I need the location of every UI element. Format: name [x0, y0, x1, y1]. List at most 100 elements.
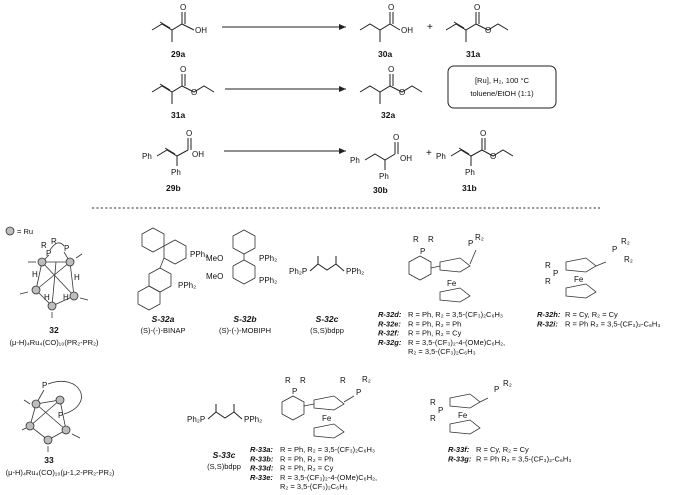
ligand-series-33a-e: R R P Fe P R R₂ R-33a:R = Ph, R₂ = 3,5-(…	[250, 375, 377, 491]
phosphorus-label: P	[468, 239, 473, 248]
hydroxyl-label: OH	[400, 154, 412, 163]
substituent-id: R-33d:	[250, 464, 274, 473]
substituent-row: R-33d: R = Ph, R₂ = Cy	[250, 464, 334, 473]
substituent-row: R-33e:R = 3,5-(CF₃)₂-4-(OMe)C₆H₂,	[250, 473, 377, 482]
structure-31b: Ph Ph O O 31b	[436, 129, 514, 193]
r-label: R	[41, 241, 47, 250]
oxygen-label: O	[474, 3, 480, 12]
fe-label: Fe	[322, 414, 332, 423]
cluster-33: P P 33 (μ-H)₄Ru₄(CO)₁₀(μ-1,2-PR₂-PR₂)	[6, 381, 115, 477]
oxygen-label: O	[180, 3, 186, 12]
compound-label-29b: 29b	[166, 183, 181, 193]
phosphorus-label: P	[553, 269, 558, 278]
substituent-text: R = Ph R₂ = 3,5-(CF₃)₂-C₆H₃	[476, 454, 571, 463]
series-32b-list: R-32h:R = Cy, R₂ = CyR-32i:R = Ph R₂ = 3…	[537, 310, 660, 328]
pph2-label: PPh₂	[178, 281, 196, 290]
substituent-row: R₂ = 3,5-(CF₃)₂C₆H₃	[408, 347, 476, 356]
oxygen-label: O	[393, 133, 399, 142]
phenyl-label: Ph	[171, 168, 181, 177]
compound-number-33: 33	[44, 455, 54, 465]
r2-label: R₂	[475, 233, 484, 242]
cluster-32: = Ru R R P P H H H H 32 (μ-H)₄Ru₄(CO)₁₀(…	[5, 226, 99, 347]
compound-label-32a: 32a	[381, 110, 395, 120]
r-label: R	[300, 376, 306, 385]
hydroxyl-label: OH	[401, 26, 413, 35]
ligand-series-32d-g: R R P Fe P R₂ R-32d:R = Ph, R₂ = 3,5-(CF…	[378, 233, 505, 356]
cluster-32-formula: (μ-H)₄Ru₄(CO)₁₀(PR₂-PR₂)	[10, 338, 99, 347]
compound-label-30a: 30a	[378, 49, 392, 59]
substituent-text: R = Ph, R₂ = Cy	[280, 464, 334, 473]
r2-label: R₂	[624, 255, 633, 264]
r2-label: R₂	[503, 379, 512, 388]
phosphorus-label: P	[64, 244, 69, 253]
pph2-label: PPh₂	[259, 254, 277, 263]
hydroxyl-label: OH	[195, 26, 207, 35]
methoxy-label: MeO	[206, 272, 223, 281]
compound-label-31a: 31a	[466, 49, 480, 59]
ester-oxygen-label: O	[485, 26, 491, 35]
series-33b-list: R-33f: R = Cy, R₂ = Cy R-33g: R = Ph R₂ = 3…	[448, 445, 571, 463]
reaction-row-3: Ph Ph O OH 29b Ph Ph O OH 30b + Ph	[142, 129, 514, 195]
substituent-text: R = 3,5-(CF₃)₂-4-(OMe)C₆H₂,	[408, 338, 505, 347]
substituent-text: R = Cy, R₂ = Cy	[476, 445, 529, 454]
pph2-label: PPh₂	[346, 267, 364, 276]
substituent-id: R-32i:	[537, 319, 558, 328]
ligand-s-32c: Ph₂P PPh₂ S-32c (S,S)bdpp	[289, 256, 364, 335]
phenyl-label: Ph	[465, 168, 475, 177]
substituent-row: R-33b: R = Ph, R₂ = Ph	[250, 454, 333, 463]
hydride-label: H	[32, 270, 38, 279]
substituent-row: R-33a: R = Ph, R₂ = 3,5-(CF₃)₂C₆H₃	[250, 445, 375, 454]
ligand-s-32b: MeO MeO PPh₂ PPh₂ S-32b (S)-(-)-MOBIPH	[206, 229, 277, 335]
compound-number-32: 32	[49, 325, 59, 335]
phosphorus-label: P	[42, 381, 47, 390]
oxygen-label: O	[186, 129, 192, 138]
substituent-text: R = 3,5-(CF₃)₂-4-(OMe)C₆H₂,	[280, 473, 377, 482]
substituent-id: R-33g:	[448, 454, 472, 463]
substituent-text: R = Ph, R₂ = Cy	[408, 329, 462, 338]
substituent-row: R-32d:R = Ph, R₂ = 3,5-(CF₃)₂C₆H₃	[378, 310, 503, 319]
substituent-row: R-32g: R = 3,5-(CF₃)₂-4-(OMe)C₆H₂,	[378, 338, 505, 347]
substituent-row: R-32i:R = Ph R₂ = 3,5-(CF₃)₂-C₆H₃	[537, 319, 660, 328]
fe-label: Fe	[574, 275, 584, 284]
substituent-text: R₂ = 3,5-(CF₃)₂C₆H₃	[280, 482, 348, 491]
substituent-id: R-32g:	[378, 338, 402, 347]
ligand-s-33c: Ph₂P PPh₂ S-33c (S,S)bdpp	[187, 404, 262, 471]
substituent-id: R-33b:	[250, 454, 274, 463]
structure-29a: O OH 29a	[151, 3, 207, 59]
plus-sign: +	[427, 22, 433, 33]
reaction-row-2: O O 31a O O 32a [Ru], H₂, 100 °C toluene…	[151, 65, 557, 120]
ligand-name-s-32c: (S,S)bdpp	[310, 326, 344, 335]
substituent-text: R = Ph, R₂ = 3,5-(CF₃)₂C₆H₃	[280, 445, 375, 454]
substituent-row: R-33g: R = Ph R₂ = 3,5-(CF₃)₂-C₆H₃	[448, 454, 571, 463]
substituent-text: R₂ = 3,5-(CF₃)₂C₆H₃	[408, 347, 476, 356]
ligand-label-s-32c: S-32c	[316, 314, 339, 324]
substituent-row: R-32h:R = Cy, R₂ = Cy	[537, 310, 618, 319]
fe-label: Fe	[458, 411, 468, 420]
ester-oxygen-label: O	[191, 88, 197, 97]
compound-label-31a: 31a	[171, 110, 185, 120]
substituent-text: R = Ph, R₂ = Ph	[280, 454, 333, 463]
substituent-text: R = Cy, R₂ = Cy	[565, 310, 618, 319]
ligand-s-32a: PPh₂ PPh₂ S-32a (S)-(-)-BINAP	[137, 227, 208, 335]
r-label: R	[413, 235, 419, 244]
structure-30a: O OH 30a	[359, 3, 413, 59]
pph2-label: PPh₂	[190, 250, 208, 259]
phenyl-label: Ph	[436, 152, 446, 161]
substituent-row: R-33f: R = Cy, R₂ = Cy	[448, 445, 529, 454]
substituent-row: R-32e:R = Ph, R₂ = Ph	[378, 319, 461, 328]
substituent-id: R-33a:	[250, 445, 273, 454]
substituent-id: R-33f:	[448, 445, 470, 454]
ligand-label-s-32a: S-32a	[152, 314, 175, 324]
ligand-name-s-32b: (S)-(-)-MOBIPH	[219, 326, 271, 335]
substituent-row: R-32f:R = Ph, R₂ = Cy	[378, 329, 462, 338]
ligand-name-s-33c: (S,S)bdpp	[207, 462, 241, 471]
phenyl-label: Ph	[379, 172, 389, 181]
r-label: R	[545, 277, 551, 286]
oxygen-label: O	[388, 3, 394, 12]
ru-legend-icon	[5, 226, 15, 236]
structure-31a-reactant: O O 31a	[151, 65, 215, 120]
r-label: R	[430, 398, 436, 407]
pph2-label: PPh₂	[244, 415, 262, 424]
oxygen-label: O	[388, 65, 394, 74]
